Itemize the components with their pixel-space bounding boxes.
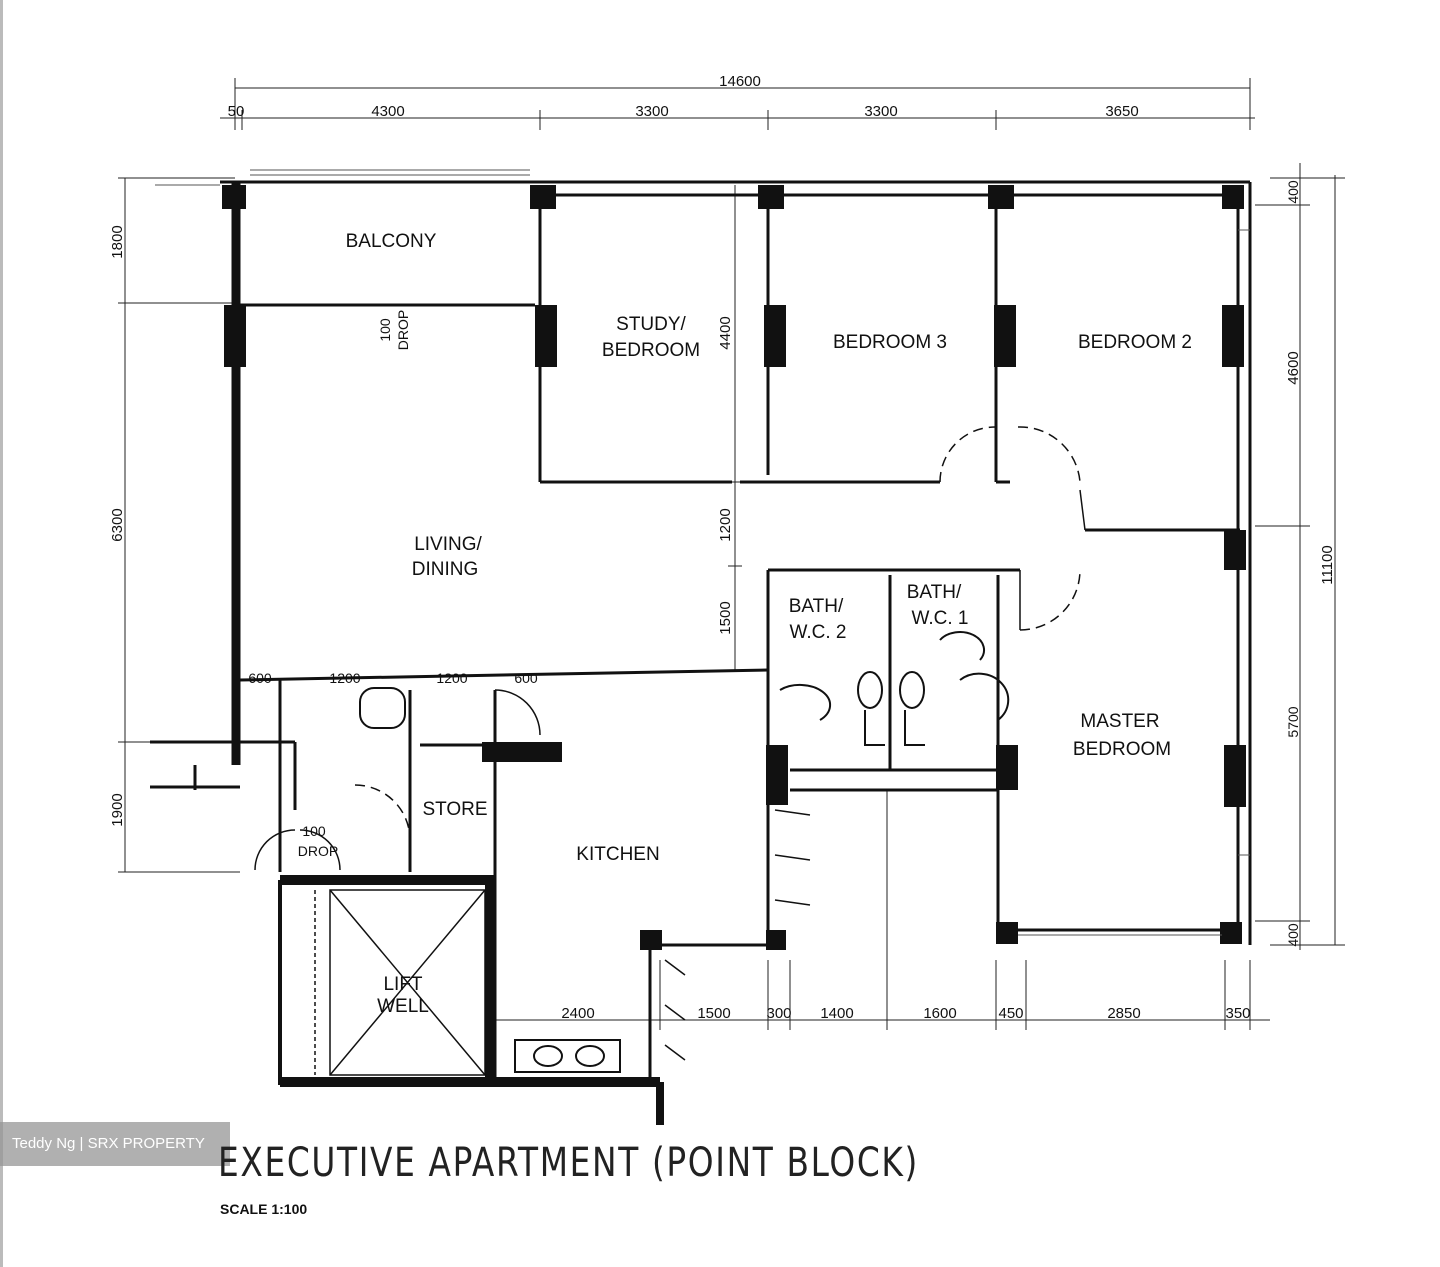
room-master-line1: MASTER <box>1080 711 1159 732</box>
dim-right-2: 4600 <box>1285 351 1302 384</box>
room-store: STORE <box>422 799 487 820</box>
room-bedroom3: BEDROOM 3 <box>833 332 947 353</box>
dimension-lines <box>118 78 1345 1030</box>
lift-well-cross <box>314 889 486 1076</box>
room-lift-line2: WELL <box>377 996 429 1017</box>
dim-bottom-1: 2400 <box>561 1005 594 1022</box>
dim-top-4: 3300 <box>864 103 897 120</box>
dim-inner-h-2: 1200 <box>329 670 360 686</box>
windows <box>155 169 1250 936</box>
room-lift-line1: LIFT <box>383 974 422 995</box>
room-bath2-line2: W.C. 2 <box>789 622 846 643</box>
dim-inner-v-1: 4400 <box>717 316 734 349</box>
dim-left-1: 1800 <box>109 225 126 258</box>
dim-top-1: 50 <box>228 103 245 120</box>
dim-inner-v-3: 1500 <box>717 601 734 634</box>
room-bath2-line1: BATH/ <box>789 596 844 617</box>
image-border <box>0 0 3 1267</box>
room-balcony: BALCONY <box>346 231 437 252</box>
watermark: Teddy Ng | SRX PROPERTY <box>0 1122 230 1166</box>
dim-right-4: 400 <box>1285 923 1301 947</box>
drop-note-top-2: DROP <box>395 310 411 350</box>
dim-overall-height: 11100 <box>1319 545 1336 585</box>
dim-inner-h-4: 600 <box>514 670 538 686</box>
room-bath1-line1: BATH/ <box>907 582 962 603</box>
dim-top-2: 4300 <box>371 103 404 120</box>
dim-top-3: 3300 <box>635 103 668 120</box>
doors <box>254 426 1086 1061</box>
columns <box>222 185 1246 950</box>
room-bedroom2: BEDROOM 2 <box>1078 332 1192 353</box>
dim-bottom-3: 300 <box>766 1005 791 1022</box>
dim-bottom-7: 2850 <box>1107 1005 1140 1022</box>
room-living-line2: DINING <box>412 559 479 580</box>
dim-inner-h-3: 1200 <box>436 670 467 686</box>
room-kitchen: KITCHEN <box>576 844 659 865</box>
dim-bottom-8: 350 <box>1225 1005 1250 1022</box>
dim-left-3: 1900 <box>109 793 126 826</box>
drop-note-bottom-1: 100 <box>302 823 326 839</box>
plan-scale: SCALE 1:100 <box>220 1201 308 1217</box>
drop-note-top-1: 100 <box>377 318 393 342</box>
room-bath1-line2: W.C. 1 <box>911 608 968 629</box>
room-living-line1: LIVING/ <box>414 534 482 555</box>
dim-inner-h-1: 600 <box>248 670 272 686</box>
dim-bottom-4: 1400 <box>820 1005 853 1022</box>
dim-bottom-6: 450 <box>998 1005 1023 1022</box>
dim-inner-v-2: 1200 <box>717 508 734 541</box>
fixtures <box>359 630 1010 1073</box>
dim-bottom-5: 1600 <box>923 1005 956 1022</box>
dim-left-2: 6300 <box>109 508 126 541</box>
room-labels: BALCONY STUDY/ BEDROOM BEDROOM 3 BEDROOM… <box>298 231 1192 1017</box>
dim-right-3: 5700 <box>1285 706 1301 737</box>
dimension-text: 14600 50 4300 3300 3300 3650 1800 6300 1… <box>109 73 1336 1022</box>
plan-title: EXECUTIVE APARTMENT (POINT BLOCK) <box>218 1140 919 1186</box>
dim-overall-width: 14600 <box>719 73 761 90</box>
room-master-line2: BEDROOM <box>1073 739 1171 760</box>
room-study-line1: STUDY/ <box>616 314 686 335</box>
dim-bottom-2: 1500 <box>697 1005 730 1022</box>
dim-top-5: 3650 <box>1105 103 1138 120</box>
drop-note-bottom-2: DROP <box>298 843 338 859</box>
dim-right-1: 400 <box>1285 180 1301 204</box>
room-study-line2: BEDROOM <box>602 340 700 361</box>
